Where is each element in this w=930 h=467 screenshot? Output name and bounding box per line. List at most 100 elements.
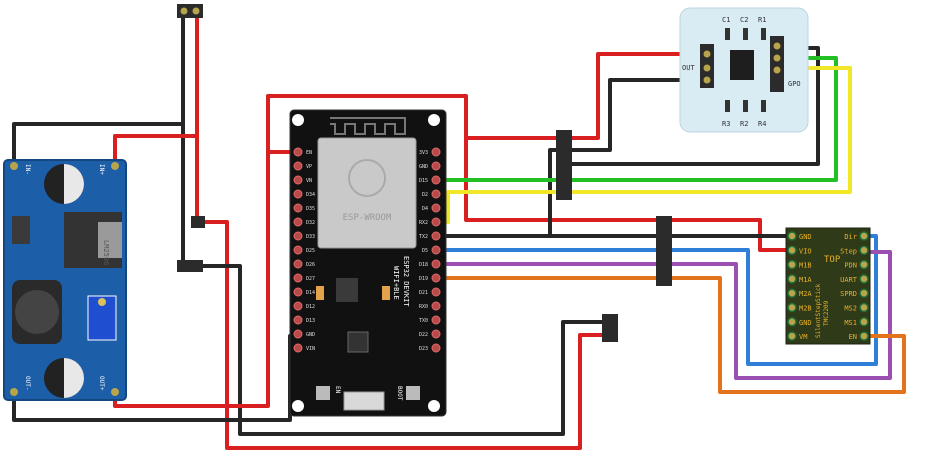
esp-left-pin-label: EN — [306, 150, 312, 156]
esp32-right-header: 3V3GNDD15D2D4RX2TX2D5D18D19D21RX0TX0D22D… — [419, 147, 441, 353]
esp-right-pin-label: D22 — [419, 332, 428, 338]
board-label-2: WIFI+BLE — [392, 266, 400, 300]
esp-left-pin-label: VIN — [306, 346, 315, 352]
driver-brand: SilentStepStick — [815, 283, 822, 338]
label-out-plus: OUT+ — [98, 376, 105, 391]
esp-right-pin-label: 3V3 — [419, 150, 428, 156]
esp-right-pin — [431, 147, 441, 157]
wire-red-to-hall — [561, 52, 708, 140]
smd-component — [743, 100, 748, 112]
pin-in-minus — [10, 162, 18, 170]
esp-left-pin-label: VP — [306, 164, 312, 170]
pin-gpo-3 — [773, 66, 781, 74]
esp-right-pin — [431, 203, 441, 213]
esp-right-pin — [431, 189, 441, 199]
diode — [12, 216, 30, 244]
label-gpo: GPO — [788, 80, 801, 88]
esp-left-pin — [293, 245, 303, 255]
pin-in-plus — [111, 162, 119, 170]
driver-right-pin — [859, 274, 869, 284]
smd-component — [761, 28, 766, 40]
driver-left-pin-label: M1A — [799, 276, 812, 284]
pin-out-2 — [703, 64, 711, 72]
boot-button[interactable] — [406, 386, 420, 400]
en-button[interactable] — [316, 386, 330, 400]
wire-black-down-1 — [181, 264, 614, 436]
driver-left-pin-label: VM — [799, 333, 807, 341]
esp-left-pin-label: D27 — [306, 276, 315, 282]
esp-left-pin-label: D14 — [306, 290, 315, 296]
driver-left-pin — [787, 259, 797, 270]
driver-right-pin — [859, 317, 869, 327]
esp-right-pin-label: D23 — [419, 346, 428, 352]
esp-left-pin — [293, 147, 303, 157]
module-label: ESP-WROOM — [343, 213, 392, 223]
junction-power — [602, 314, 618, 342]
driver-right-pin — [859, 288, 869, 298]
esp-right-pin-label: D21 — [419, 290, 428, 296]
wire-red-out-plus — [113, 150, 300, 408]
esp-left-pin — [293, 301, 303, 311]
esp-right-pin-label: TX2 — [419, 234, 428, 240]
esp-right-pin — [431, 343, 441, 353]
driver-right-pin — [859, 245, 869, 256]
esp-right-pin — [431, 259, 441, 269]
usb-port[interactable] — [343, 391, 385, 411]
junction-2 — [177, 260, 203, 272]
esp-left-pin — [293, 273, 303, 283]
esp-left-pin — [293, 287, 303, 297]
pin-out-plus — [111, 388, 119, 396]
wire-black-top — [12, 10, 185, 162]
connector-pin — [180, 7, 188, 15]
wire-red-esp-top — [266, 94, 565, 154]
esp-left-pin — [293, 189, 303, 199]
driver-right-pin-label: MS1 — [844, 319, 857, 327]
junction-driver — [656, 216, 672, 286]
esp-left-pin — [293, 175, 303, 185]
wroom-module — [317, 137, 417, 249]
label-in-plus: IN+ — [98, 164, 105, 175]
antenna — [330, 117, 406, 135]
esp-left-pin-label: D26 — [306, 262, 315, 268]
driver-right-pin — [859, 259, 869, 270]
esp-right-pin-label: RX2 — [419, 220, 428, 226]
esp-left-pin-label: D13 — [306, 318, 315, 324]
boot-label: BOOT — [396, 386, 403, 401]
junction-1 — [191, 216, 205, 228]
driver-left-pin — [787, 331, 797, 341]
esp-left-pin-label: D33 — [306, 234, 315, 240]
wire-red-down-1 — [195, 220, 614, 450]
driver-left-pin — [787, 302, 797, 313]
smd-component — [725, 100, 730, 112]
esp-right-pin — [431, 175, 441, 185]
esp-right-pin-label: D19 — [419, 276, 428, 282]
hall-bottom-label: R2 — [740, 120, 748, 128]
esp-right-pin-label: D18 — [419, 262, 428, 268]
driver-right-pin-label: MS2 — [844, 305, 857, 313]
hall-top-label: C2 — [740, 16, 748, 24]
esp-left-pin-label: D32 — [306, 220, 315, 226]
esp-right-pin — [431, 287, 441, 297]
esp-right-pin — [431, 301, 441, 311]
en-label: EN — [334, 386, 341, 394]
hall-top-label: R1 — [758, 16, 766, 24]
driver-right-pin — [859, 302, 869, 313]
usb-chip — [347, 331, 369, 353]
driver-right-pin-label: EN — [849, 333, 857, 341]
esp-left-pin-label: D25 — [306, 248, 315, 254]
pin-gpo-2 — [773, 54, 781, 62]
driver-left-pin-label: M2B — [799, 305, 812, 313]
driver-left-pin-label: GND — [799, 319, 812, 327]
esp-left-pin — [293, 203, 303, 213]
chip-label: LM2596 — [102, 240, 110, 265]
smd-component — [761, 100, 766, 112]
driver-left-pin-label: GND — [799, 233, 812, 241]
esp-left-pin-label: D35 — [306, 206, 315, 212]
esp-right-pin — [431, 161, 441, 171]
